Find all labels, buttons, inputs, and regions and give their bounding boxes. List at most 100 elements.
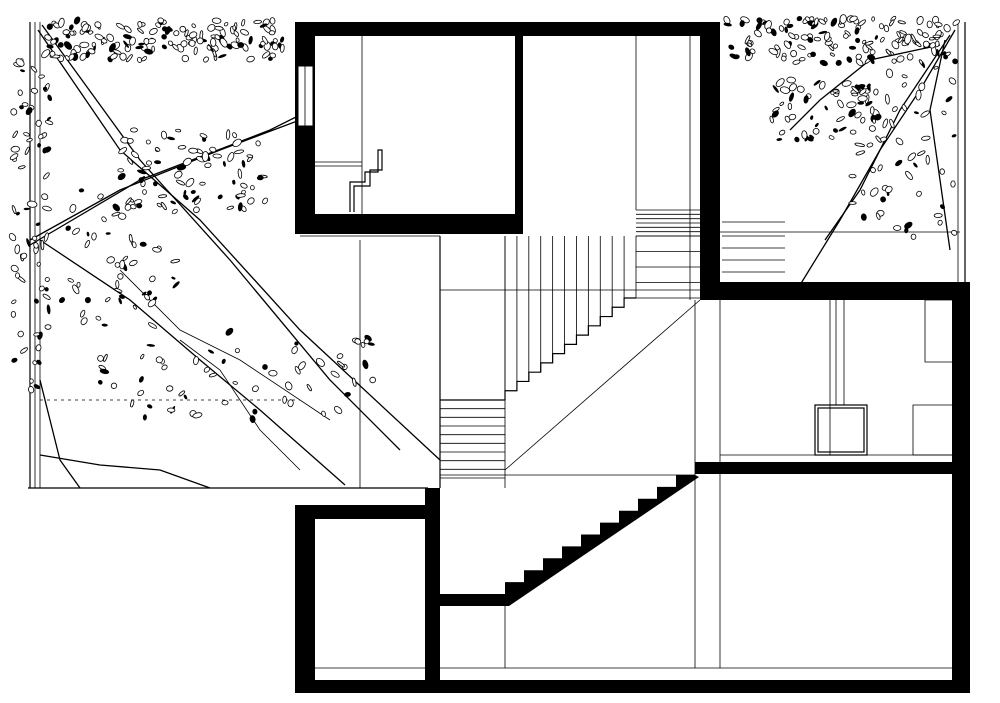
leaf: [252, 408, 258, 415]
leaf: [33, 298, 39, 304]
leaf: [137, 21, 143, 28]
leaf: [105, 232, 111, 235]
leaf: [10, 145, 20, 153]
leaf: [158, 194, 168, 199]
leaf: [783, 40, 792, 49]
leaf: [906, 53, 914, 61]
leaf: [171, 276, 176, 280]
leaf: [91, 232, 97, 241]
leaf: [885, 48, 892, 56]
leaf: [147, 299, 157, 308]
leaf: [835, 59, 842, 66]
leaf: [38, 74, 45, 79]
leaf: [237, 42, 245, 48]
leaf: [772, 85, 779, 93]
leaf: [818, 18, 826, 25]
leaf: [901, 104, 908, 112]
leaf: [182, 157, 192, 167]
leaf: [30, 87, 39, 94]
leaf: [899, 30, 907, 35]
leaf: [33, 332, 41, 337]
leaf: [203, 56, 209, 63]
leaf: [904, 33, 912, 45]
leaf: [921, 135, 931, 141]
leaf: [814, 122, 819, 128]
leaf: [921, 61, 926, 69]
leaf: [879, 36, 885, 43]
leaf: [344, 392, 351, 397]
leaf: [794, 136, 800, 143]
leaf: [106, 33, 115, 42]
leaf: [913, 162, 918, 168]
leaf: [119, 52, 127, 61]
leaf: [882, 118, 889, 129]
leaf: [221, 358, 226, 364]
leaf: [801, 130, 808, 140]
leaf: [241, 159, 246, 168]
leaf: [44, 324, 52, 330]
leaf: [754, 29, 762, 38]
upper-stair: [439, 209, 701, 488]
leaf: [142, 414, 147, 421]
leaf: [337, 360, 345, 368]
leaf: [126, 54, 133, 63]
leaf: [147, 404, 153, 409]
leaf: [221, 400, 229, 406]
leaf: [67, 278, 74, 283]
leaf: [367, 342, 375, 346]
leaf: [72, 284, 80, 295]
leaf: [733, 54, 740, 60]
leaf: [895, 137, 904, 146]
leaf: [828, 135, 835, 140]
leaf: [143, 37, 150, 45]
leaf: [877, 164, 883, 172]
leaf: [922, 40, 930, 48]
leaf: [803, 95, 809, 104]
leaf: [788, 83, 797, 92]
leaf: [941, 110, 947, 116]
leaf: [248, 35, 253, 45]
leaf: [126, 137, 134, 144]
leaf: [214, 34, 221, 40]
leaf: [109, 53, 118, 60]
leaf: [223, 22, 229, 27]
leaf: [775, 78, 785, 87]
leaf: [35, 222, 41, 226]
leaf: [354, 338, 362, 345]
leaf: [42, 86, 48, 92]
leaf: [37, 143, 42, 148]
leaf: [917, 150, 926, 156]
leaf: [747, 42, 753, 48]
leaf: [17, 330, 24, 338]
leaf: [952, 58, 958, 65]
leaf: [880, 196, 887, 203]
leaf: [33, 242, 39, 249]
leaf: [115, 280, 120, 289]
leaf: [26, 138, 33, 143]
leaf: [10, 108, 18, 116]
leaf: [756, 17, 763, 24]
leaf: [166, 385, 174, 392]
upper-volume: [295, 22, 970, 692]
stair-profile: [504, 297, 636, 400]
leaf: [147, 322, 158, 329]
leaf: [951, 229, 958, 236]
leaf: [135, 45, 144, 50]
leaf: [139, 241, 147, 247]
leaf: [65, 225, 71, 231]
leaf: [58, 17, 65, 28]
leaf: [11, 299, 17, 305]
leaf: [141, 165, 152, 171]
leaf: [172, 281, 180, 289]
leaf: [38, 285, 45, 292]
leaf: [330, 370, 340, 378]
leaf: [129, 259, 138, 267]
leaf: [103, 353, 108, 362]
leaf: [352, 377, 357, 387]
leaf: [234, 348, 240, 354]
leaf: [177, 145, 187, 150]
leaf: [155, 356, 163, 364]
leaf: [855, 58, 864, 67]
leaf: [839, 14, 847, 24]
leaf: [788, 32, 796, 39]
